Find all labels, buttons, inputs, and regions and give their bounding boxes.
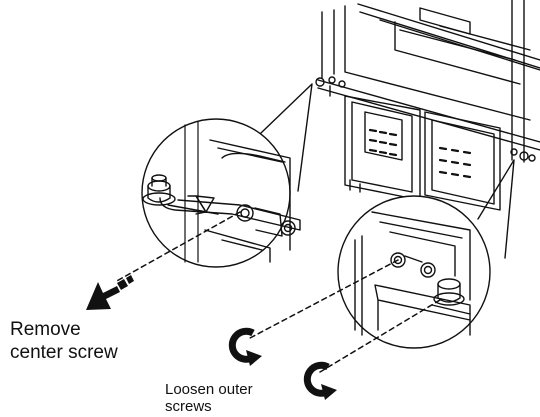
rotation-arrow-icon xyxy=(232,331,262,366)
remove-center-screw-label: Remove center screw xyxy=(10,318,118,364)
chassis xyxy=(316,0,540,210)
module-vents-left xyxy=(370,130,396,155)
module-vents-right xyxy=(440,148,470,177)
chassis-screw-right xyxy=(511,149,535,161)
pull-out-arrow-icon xyxy=(86,275,134,310)
loosen-label-line2: screws xyxy=(165,398,253,415)
callout-left xyxy=(142,84,312,267)
remove-label-line2: center screw xyxy=(10,341,118,364)
loosen-outer-screws-label: Loosen outer screws xyxy=(165,381,253,415)
remove-label-line1: Remove xyxy=(10,318,118,341)
chassis-screw-left xyxy=(316,77,345,87)
loosen-label-line1: Loosen outer xyxy=(165,381,253,398)
